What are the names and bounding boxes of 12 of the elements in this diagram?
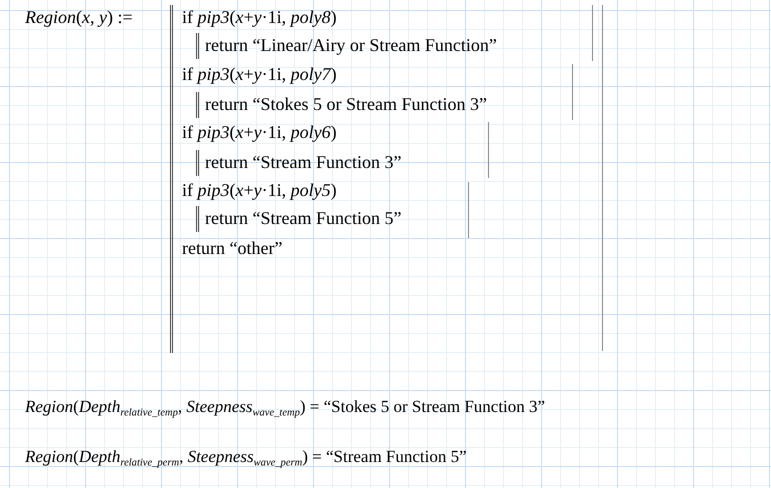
math-expression: Region(Depth$_{relative_perm}$, Steepness$_{wave_perm}$) = “Stream Function 5” <box>25 446 467 471</box>
math-expression: Region(x, y) := <box>25 6 133 29</box>
math-expression: return “Stokes 5 or Stream Function 3” <box>205 93 487 116</box>
math-expression: if pip3(x+y·1i, poly6) <box>182 121 337 144</box>
math-expression: return “Stream Function 5” <box>205 207 402 230</box>
math-expression: if pip3(x+y·1i, poly8) <box>182 6 337 29</box>
math-expression: Region(Depth$_{relative_temp}$, Steepness$_{wave_temp}$) = “Stokes 5 or Stream Function 3” <box>25 396 546 421</box>
math-expression: if pip3(x+y·1i, poly7) <box>182 63 337 86</box>
math-expression: if pip3(x+y·1i, poly5) <box>182 179 337 202</box>
math-expression: return “Stream Function 3” <box>205 151 402 174</box>
math-expression: return “Linear/Airy or Stream Function” <box>205 34 497 57</box>
math-expression: return “other” <box>182 237 282 260</box>
